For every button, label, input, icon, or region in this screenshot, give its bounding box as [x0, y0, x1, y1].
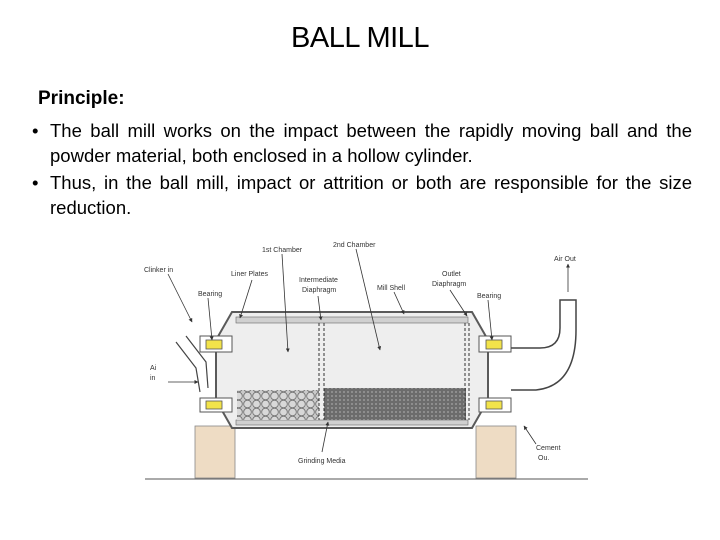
label-bearing-right: Bearing [477, 293, 501, 300]
label-outlet: Outlet [442, 271, 461, 278]
label-bearing-left: Bearing [198, 291, 222, 298]
outlet-diaphragm-leader [449, 289, 468, 317]
label-cement-2: Ou. [538, 455, 549, 462]
label-second-chamber: 2nd Chamber [333, 242, 376, 249]
right-foundation [475, 425, 517, 479]
bullet-dot-icon: • [32, 172, 39, 193]
label-air-out: Air Out [554, 256, 576, 263]
feed-chute [175, 335, 209, 393]
cement-out-leader [523, 425, 537, 445]
bullet-list: • The ball mill works on the impact betwe… [30, 118, 692, 222]
air-outlet-duct [511, 299, 577, 391]
liner-plates [235, 316, 469, 324]
intermediate-leader [317, 295, 323, 321]
label-outlet-diaphragm: Diaphragm [432, 281, 466, 288]
bearing-left-leader [207, 297, 214, 341]
bullet-item: • The ball mill works on the impact betwe… [30, 118, 692, 168]
mill-shell-leader [393, 291, 405, 315]
label-clinker-in: Clinker in [144, 267, 173, 274]
label-diaphragm: Diaphragm [302, 287, 336, 294]
bullet-item: • Thus, in the ball mill, impact or attri… [30, 170, 692, 220]
grinding-media-coarse [237, 390, 319, 420]
left-foundation [194, 425, 236, 479]
label-grinding-media: Grinding Media [298, 458, 346, 465]
left-bearing-lower-pad [205, 400, 223, 410]
label-intermediate: Intermediate [299, 277, 338, 284]
label-air-in-1: Ai [150, 365, 157, 372]
label-liner-plates: Liner Plates [231, 271, 268, 278]
liner-plates-leader [239, 279, 253, 319]
label-cement-1: Cement [536, 445, 561, 452]
slide-title: BALL MILL [291, 22, 429, 54]
bullet-text: The ball mill works on the impact betwee… [50, 120, 692, 166]
clinker-in-leader [167, 273, 193, 323]
second-chamber-leader [355, 248, 382, 351]
left-bearing [205, 339, 223, 350]
label-air-in-2: in [150, 375, 156, 382]
bearing-right-leader [487, 299, 494, 341]
bullet-text: Thus, in the ball mill, impact or attrit… [50, 172, 692, 218]
right-bearing-lower-pad [485, 400, 503, 410]
ball-mill-diagram: 1st Chamber 2nd Chamber Air Out Clinker … [144, 242, 588, 480]
right-bearing [485, 339, 503, 350]
label-first-chamber: 1st Chamber [262, 247, 303, 254]
first-chamber-leader [281, 253, 290, 353]
grinding-media-fine [324, 388, 466, 420]
liner-plates-bottom [235, 419, 469, 426]
grinding-media-leader [321, 421, 330, 453]
principle-heading: Principle: [38, 88, 125, 109]
bullet-dot-icon: • [32, 120, 39, 141]
label-mill-shell: Mill Shell [377, 285, 405, 292]
